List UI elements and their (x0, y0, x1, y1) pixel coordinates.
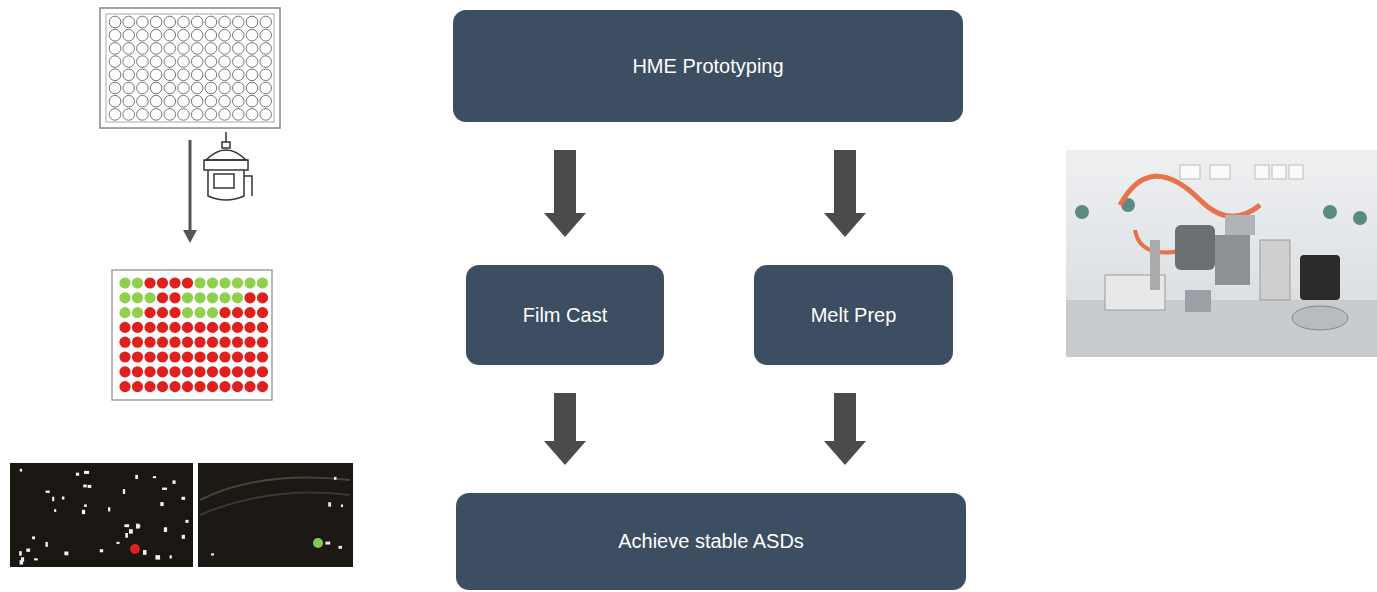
box-label: Film Cast (523, 304, 607, 327)
block-arrow (544, 393, 586, 465)
process-arrow (183, 140, 197, 243)
micrograph (10, 463, 193, 567)
desiccator-icon (204, 132, 252, 200)
process-box: Achieve stable ASDs (456, 493, 966, 590)
box-label: Achieve stable ASDs (618, 530, 804, 553)
result-plate (112, 270, 272, 400)
micrograph (198, 463, 353, 567)
box-label: HME Prototyping (632, 55, 783, 78)
well-plate (100, 8, 280, 128)
block-arrow (824, 393, 866, 465)
block-arrow (544, 150, 586, 237)
box-label: Melt Prep (811, 304, 897, 327)
process-box: HME Prototyping (453, 10, 963, 122)
equipment-photo (1066, 150, 1377, 357)
process-box: Melt Prep (754, 265, 953, 365)
block-arrow (824, 150, 866, 237)
process-box: Film Cast (466, 265, 664, 365)
